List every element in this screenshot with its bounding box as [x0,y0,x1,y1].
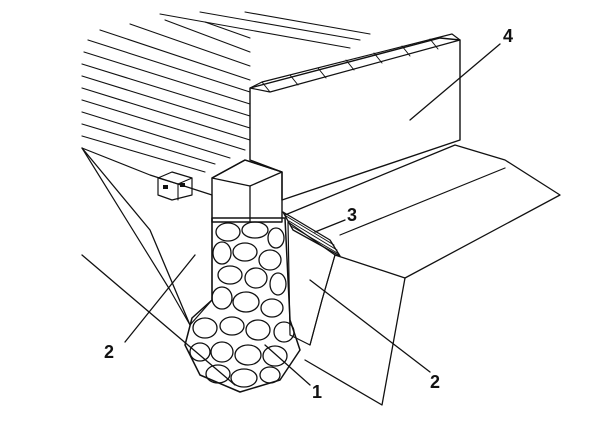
leader-2-left [124,254,196,343]
ground-slab-edge [339,167,506,236]
leader-lines [124,43,501,386]
leader-2-right [309,279,431,373]
callout-4: 4 [503,26,513,46]
sand-backfill-left [81,147,213,326]
leader-3 [314,219,346,233]
trench-right-wall [304,277,406,406]
waterproofing-layer [282,211,341,257]
brick-plinth [211,159,283,223]
leader-1 [264,344,311,386]
callout-3: 3 [347,205,357,225]
trench-left-wall [81,147,191,326]
brick-wall [249,33,461,201]
callout-1: 1 [312,382,322,402]
rubble-stone-foundation [184,217,301,393]
vent-brick [157,171,193,201]
callout-2-right: 2 [430,372,440,392]
leader-4 [409,43,501,121]
callout-2-left: 2 [104,342,114,362]
ground-slab-top [284,144,561,279]
ground-line-left [81,254,236,386]
trench-right-inner [309,254,336,346]
floor-hatching [81,11,371,173]
